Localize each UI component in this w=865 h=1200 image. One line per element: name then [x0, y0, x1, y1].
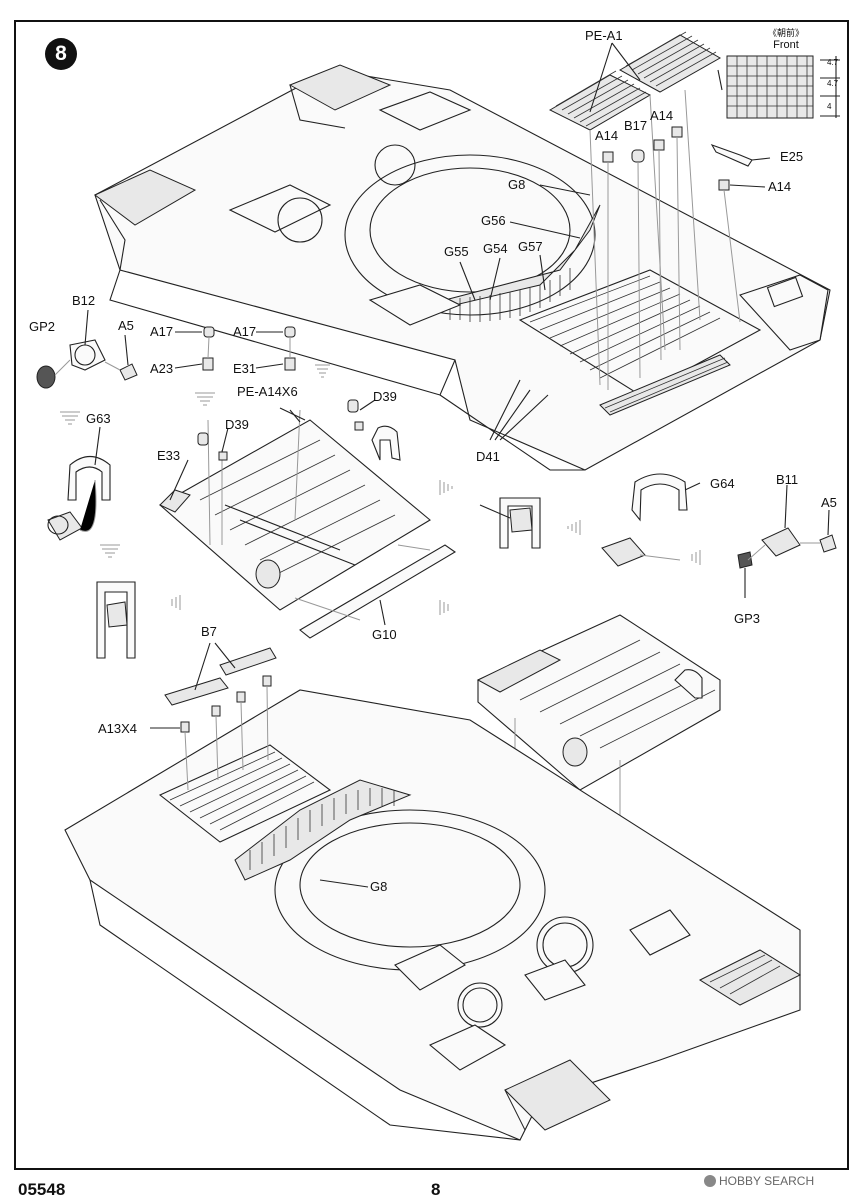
page-number: 8: [431, 1180, 441, 1199]
front-mesh-detail: [717, 55, 840, 119]
front-note: 《朝前》 Front: [756, 26, 816, 51]
center-right-subassemblies: [479, 473, 837, 569]
part-label-a14: A14: [768, 179, 792, 194]
part-label-g56: G56: [481, 213, 506, 228]
part-label-g63: G63: [86, 411, 111, 426]
part-label-g8: G8: [370, 879, 388, 894]
hobby-search-logo-icon: [704, 1175, 716, 1187]
part-label-e25: E25: [780, 149, 804, 164]
part-label-g10: G10: [372, 627, 397, 642]
part-label-gp2: GP2: [29, 319, 56, 334]
dim-label: 4: [827, 102, 832, 111]
part-label-b11: B11: [776, 472, 799, 487]
leader-lines: [84, 42, 830, 888]
part-label-a14: A14: [595, 128, 619, 143]
watermark-text: HOBBY SEARCH: [719, 1174, 815, 1188]
lower-hull-assembly: [64, 689, 802, 1141]
part-label-pe-a14x6: PE-A14X6: [237, 384, 298, 399]
part-label-e31: E31: [233, 361, 257, 376]
front-note-en: Front: [773, 39, 799, 51]
left-small-parts: [36, 326, 296, 389]
part-label-g8: G8: [508, 177, 526, 192]
e33-grille-plate: [159, 399, 457, 639]
grille-lower-ribs: [249, 788, 395, 870]
pe-a1-mesh-screens: [548, 31, 722, 386]
watermark: HOBBY SEARCH: [704, 1174, 814, 1188]
part-label-d41: D41: [476, 449, 500, 464]
part-label-b7: B7: [201, 624, 217, 639]
part-label-g54: G54: [483, 241, 508, 256]
b7-a13-parts: [164, 642, 277, 791]
part-label-g64: G64: [710, 476, 735, 491]
direction-arrows: [60, 364, 701, 615]
part-label-b17: B17: [624, 118, 648, 133]
dim-label: 4.7: [827, 58, 839, 67]
step-number-badge: 8: [45, 38, 77, 70]
upper-hull-assembly: [94, 64, 831, 471]
part-label-a23: A23: [150, 361, 174, 376]
kit-number: 05548: [18, 1180, 66, 1199]
front-note-cn: 《朝前》: [767, 28, 804, 38]
part-label-gp3: GP3: [734, 611, 761, 626]
part-label-a17: A17: [150, 324, 174, 339]
dim-label: 4.7: [827, 79, 839, 88]
part-label-a14: A14: [650, 108, 674, 123]
part-label-a5: A5: [118, 318, 134, 333]
part-label-pe-a1: PE-A1: [585, 28, 623, 43]
part-label-a17: A17: [233, 324, 257, 339]
lower-right-deck-panel: [476, 614, 721, 1020]
part-label-a5: A5: [821, 495, 837, 510]
part-label-g57: G57: [518, 239, 543, 254]
grille-upper-ribs: [449, 268, 571, 322]
part-label-d39: D39: [225, 417, 249, 432]
g63-assembly: [47, 455, 136, 659]
small-parts-top: [602, 126, 753, 390]
part-label-a13x4: A13X4: [98, 721, 138, 736]
page-frame: [14, 20, 849, 1170]
part-label-d39: D39: [373, 389, 397, 404]
part-label-b12: B12: [72, 293, 96, 308]
part-label-g55: G55: [444, 244, 469, 259]
part-label-e33: E33: [157, 448, 181, 463]
